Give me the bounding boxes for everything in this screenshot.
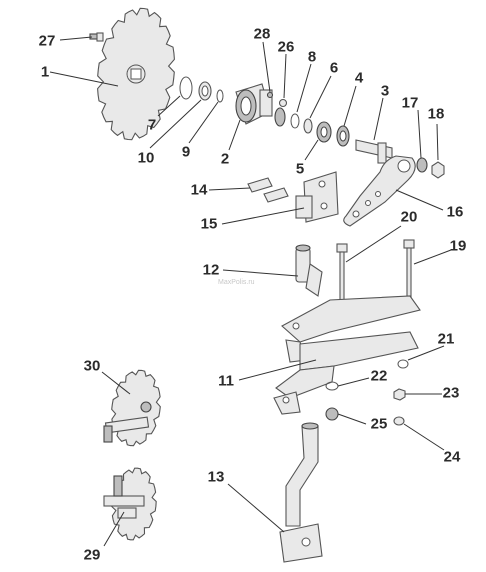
part-22-washer (325, 381, 339, 391)
part-21-washer (397, 359, 409, 369)
part-14-clamp (247, 177, 273, 193)
callout-29: 29 (83, 546, 101, 564)
callout-13: 13 (207, 468, 225, 486)
watermark: MaxPolis.ru (218, 279, 255, 286)
part-13-shank (279, 422, 323, 563)
part-27-bolt (89, 32, 104, 42)
callout-14: 14 (190, 181, 208, 199)
callout-6: 6 (329, 59, 339, 77)
part-2-hub (235, 83, 273, 125)
part-24-washer (393, 416, 405, 426)
part-17-washer (416, 157, 428, 173)
callout-12: 12 (202, 261, 220, 279)
part-18-nut (431, 161, 445, 179)
callout-19: 19 (449, 237, 467, 255)
callout-16: 16 (446, 203, 464, 221)
callout-3: 3 (380, 82, 390, 100)
leader-lines (49, 36, 452, 547)
callout-11: 11 (218, 372, 234, 390)
callout-2: 2 (220, 150, 230, 168)
callout-26: 26 (277, 38, 295, 56)
part-12-post (295, 244, 323, 297)
part-30-assembly (103, 369, 161, 447)
part-16-arm (343, 155, 416, 227)
part-15-bracket (295, 171, 339, 223)
callout-7: 7 (147, 116, 157, 134)
callout-18: 18 (427, 105, 445, 123)
callout-27: 27 (38, 32, 56, 50)
callout-5: 5 (295, 160, 305, 178)
part-8-ring (290, 113, 300, 129)
callout-30: 30 (83, 357, 101, 375)
part-1-disc-blade (97, 7, 175, 141)
part-29-assembly (103, 467, 157, 541)
callout-23: 23 (442, 384, 460, 402)
callout-10: 10 (137, 149, 155, 167)
callout-20: 20 (400, 208, 418, 226)
part-9-ring (216, 89, 224, 103)
part-19-bolt (403, 239, 415, 299)
callout-22: 22 (370, 367, 388, 385)
callout-9: 9 (181, 143, 191, 161)
part-11-frame (273, 295, 421, 415)
callout-8: 8 (307, 48, 317, 66)
callout-24: 24 (443, 448, 461, 466)
part-20-bolt (336, 243, 348, 305)
callout-28: 28 (253, 25, 271, 43)
callout-4: 4 (354, 69, 364, 87)
callout-25: 25 (370, 415, 388, 433)
part-23-nut (393, 388, 406, 401)
part-6-ring (303, 118, 313, 134)
part-3-axle (355, 139, 393, 164)
callout-1: 1 (40, 63, 50, 81)
part-28-nipple (266, 91, 274, 99)
part-7-ring (179, 76, 193, 100)
part-26-nut (278, 98, 288, 108)
callout-17: 17 (401, 94, 419, 112)
part-25-nut (325, 407, 339, 421)
callout-21: 21 (437, 330, 455, 348)
callout-15: 15 (200, 215, 218, 233)
